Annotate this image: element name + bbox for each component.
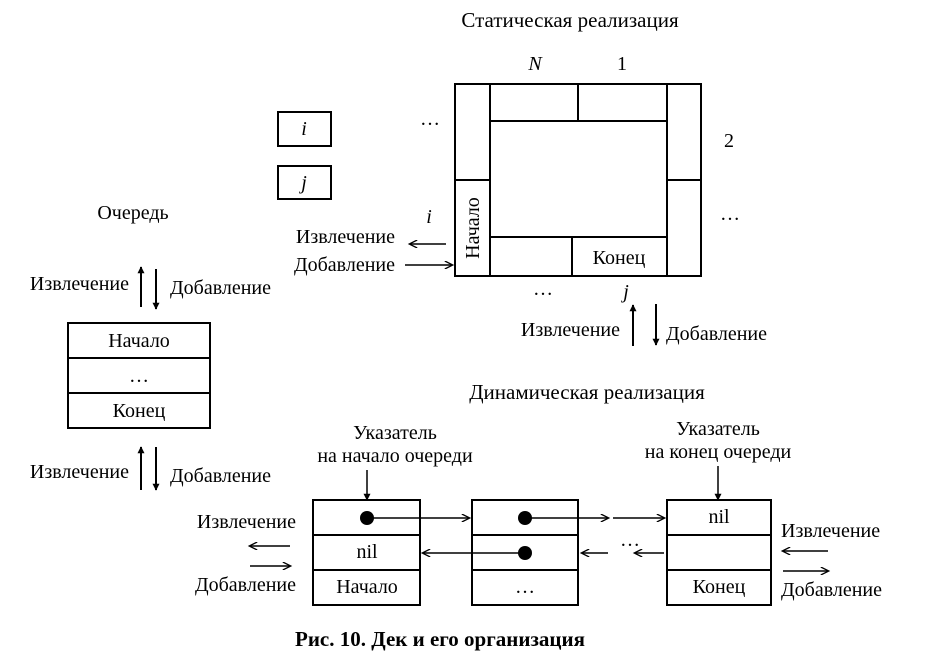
index-box-j: [277, 165, 332, 200]
label-two: 2: [724, 130, 734, 152]
static-left-extract-label: Извлечение: [296, 226, 395, 248]
queue-cell-middle: …: [129, 365, 149, 387]
queue-cell-start: Начало: [108, 330, 170, 352]
pointer-start-line1: Указатель: [353, 422, 437, 444]
dynamic-implementation: Динамическая реализация Указатель на нач…: [195, 380, 882, 606]
node-last-nil: nil: [708, 506, 730, 528]
label-i: i: [426, 206, 432, 228]
queue-title: Очередь: [97, 202, 168, 224]
dynamic-right-extract-label: Извлечение: [781, 520, 880, 542]
queue-cell-end: Конец: [113, 400, 166, 422]
ellipsis-left: …: [420, 108, 440, 130]
cell-end-label: Конец: [593, 247, 646, 269]
cell-start-label: Начало: [462, 197, 484, 259]
static-bottom-extract-label: Извлечение: [521, 319, 620, 341]
static-title: Статическая реализация: [461, 8, 679, 32]
pointer-end-line2: на конец очереди: [645, 441, 792, 463]
index-boxes: i j: [277, 111, 332, 200]
queue-top-add-label: Добавление: [170, 277, 271, 299]
dynamic-title: Динамическая реализация: [469, 380, 705, 404]
static-left-add-label: Добавление: [294, 254, 395, 276]
ellipsis-bottom: …: [533, 278, 553, 300]
dynamic-left-add-label: Добавление: [195, 574, 296, 596]
queue-top-extract-label: Извлечение: [30, 273, 129, 295]
label-one: 1: [617, 53, 627, 75]
queue: Очередь Извлечение Добавление Начало … К…: [30, 202, 271, 491]
index-box-i: [277, 111, 332, 147]
figure-caption: Рис. 10. Дек и его организация: [295, 627, 585, 651]
static-bottom-add-label: Добавление: [666, 323, 767, 345]
list-node-last: nil Конец: [666, 499, 772, 606]
list-node-first: nil Начало: [312, 499, 421, 606]
queue-bottom-add-label: Добавление: [170, 465, 271, 487]
dynamic-left-extract-label: Извлечение: [197, 511, 296, 533]
static-implementation: Статическая реализация N 1 2 … … … i j Н…: [294, 8, 767, 346]
label-n: N: [527, 53, 543, 75]
ellipsis-right: …: [720, 203, 740, 225]
ring-buffer-inner: [489, 120, 668, 238]
index-box-i-label: i: [301, 118, 307, 140]
node-middle-ellipsis: …: [515, 576, 535, 598]
pointer-start-line2: на начало очереди: [317, 445, 473, 467]
dynamic-right-add-label: Добавление: [781, 579, 882, 601]
node-first-nil: nil: [356, 541, 378, 563]
node-first-start: Начало: [336, 576, 398, 598]
gap-ellipsis: …: [620, 529, 640, 551]
node-last-end: Конец: [693, 576, 746, 598]
index-box-j-label: j: [298, 172, 307, 194]
queue-box: [67, 322, 211, 429]
pointer-end-line1: Указатель: [676, 418, 760, 440]
label-j: j: [620, 281, 629, 303]
queue-bottom-extract-label: Извлечение: [30, 461, 129, 483]
